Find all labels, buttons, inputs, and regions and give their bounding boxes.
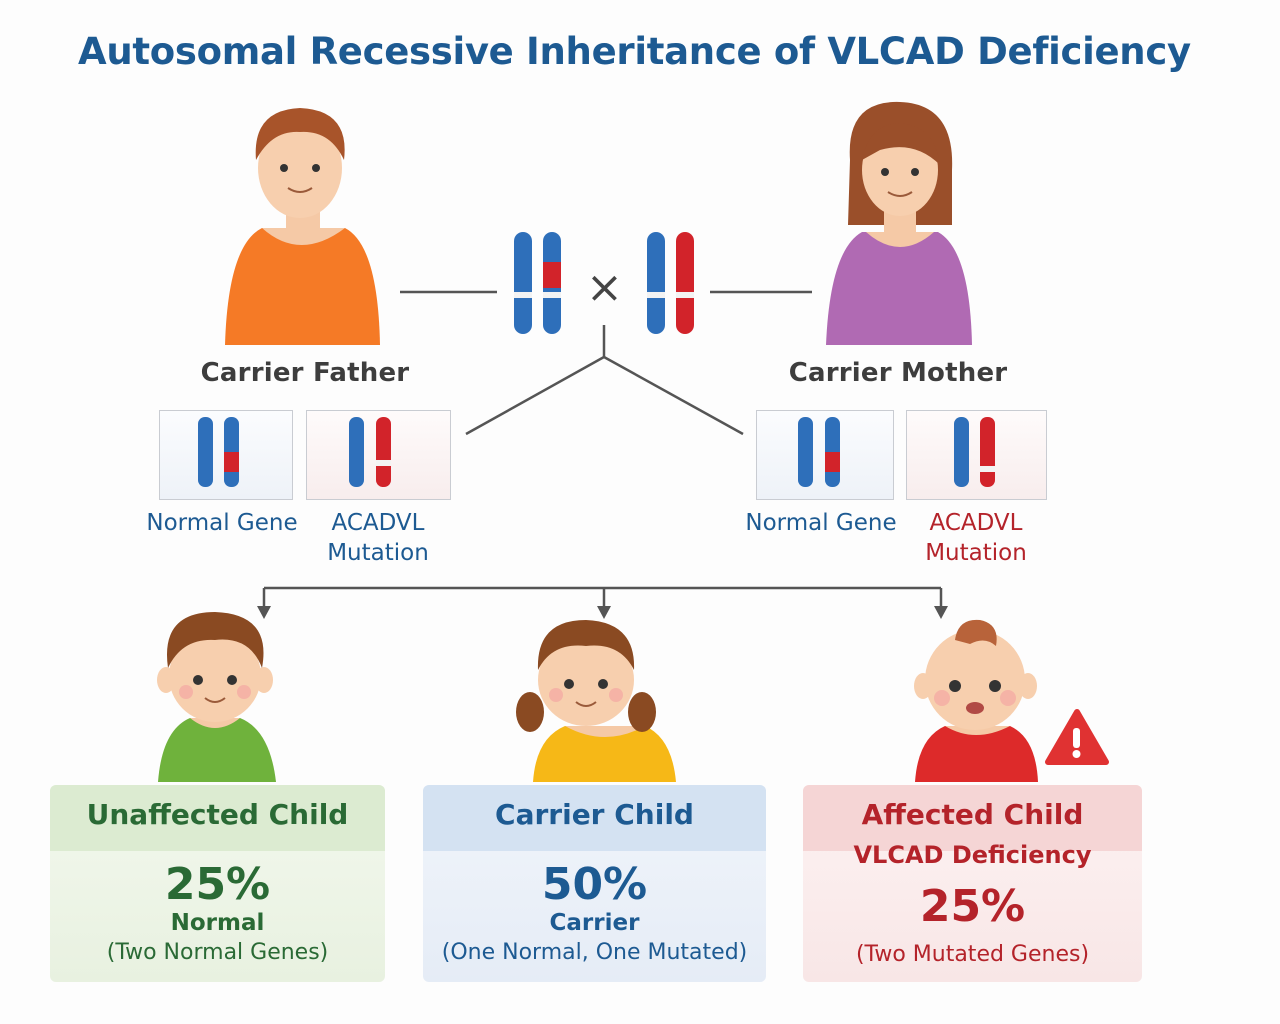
affected-condition: VLCAD Deficiency	[853, 841, 1092, 869]
carrier-genes: (One Normal, One Mutated)	[441, 940, 748, 965]
affected-percent: 25%	[919, 881, 1026, 932]
carrier-child-heading: Carrier Child	[423, 785, 766, 851]
unaffected-percent: 25%	[164, 859, 271, 910]
carrier-child-figure	[516, 620, 676, 782]
mother-mutation-label: ACADVL Mutation	[925, 510, 1027, 566]
carrier-percent: 50%	[541, 859, 648, 910]
unaffected-child-card: Unaffected Child 25% Normal (Two Normal …	[50, 785, 385, 982]
affected-child-card: Affected Child VLCAD Deficiency 25% (Two…	[803, 785, 1142, 982]
unaffected-status: Normal	[170, 910, 265, 936]
carrier-status: Carrier	[549, 910, 640, 936]
chromosome-icon	[349, 417, 391, 487]
carrier-child-card: Carrier Child 50% Carrier (One Normal, O…	[423, 785, 766, 982]
chromosome-icon	[798, 417, 840, 487]
chromosome-icon	[198, 417, 239, 487]
unaffected-genes: (Two Normal Genes)	[106, 940, 329, 965]
mother-label: Carrier Mother	[788, 358, 1008, 388]
affected-child-heading: Affected Child	[803, 785, 1142, 851]
father-mutation-label: ACADVL Mutation	[327, 510, 429, 566]
unaffected-child-figure	[157, 612, 276, 782]
affected-genes: (Two Mutated Genes)	[855, 942, 1090, 967]
father-normal-gene-label: Normal Gene	[146, 510, 298, 536]
affected-child-figure	[914, 619, 1038, 782]
chromosome-icon	[954, 417, 995, 487]
mother-mutation-box	[906, 410, 1047, 500]
cross-symbol: ×	[586, 262, 623, 313]
chromosome-icon	[647, 232, 694, 334]
page-title: Autosomal Recessive Inheritance of VLCAD…	[78, 30, 1191, 73]
unaffected-child-heading: Unaffected Child	[50, 785, 385, 851]
mother-normal-gene-label: Normal Gene	[745, 510, 897, 536]
warning-icon	[1045, 709, 1109, 765]
father-label: Carrier Father	[200, 358, 410, 388]
chromosome-icon	[514, 232, 561, 334]
